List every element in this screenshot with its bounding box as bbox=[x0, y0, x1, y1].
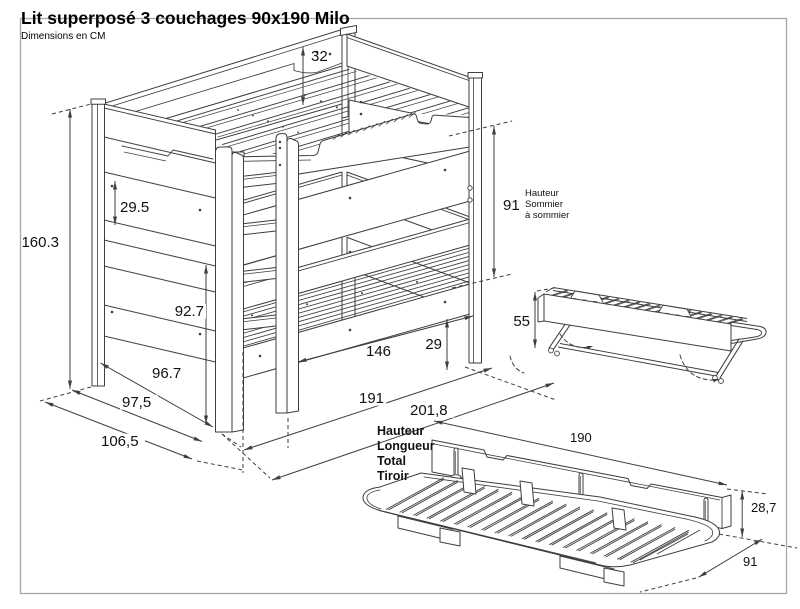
svg-text:92.7: 92.7 bbox=[175, 303, 204, 320]
svg-text:28,7: 28,7 bbox=[751, 500, 776, 515]
svg-text:Sommier: Sommier bbox=[525, 199, 563, 210]
svg-text:Longueur: Longueur bbox=[377, 439, 435, 453]
svg-text:à sommier: à sommier bbox=[525, 210, 569, 221]
svg-text:Hauteur: Hauteur bbox=[377, 424, 424, 438]
svg-text:Hauteur: Hauteur bbox=[525, 188, 559, 199]
svg-text:Total: Total bbox=[377, 454, 406, 468]
svg-text:29.5: 29.5 bbox=[120, 199, 149, 216]
svg-text:190: 190 bbox=[570, 430, 592, 445]
svg-text:55: 55 bbox=[513, 313, 530, 330]
svg-text:201,8: 201,8 bbox=[410, 402, 448, 419]
svg-text:160.3: 160.3 bbox=[21, 234, 59, 251]
svg-text:91: 91 bbox=[743, 554, 757, 569]
svg-text:106,5: 106,5 bbox=[101, 433, 139, 450]
svg-text:97,5: 97,5 bbox=[122, 394, 151, 411]
svg-text:91: 91 bbox=[503, 197, 520, 214]
svg-text:32: 32 bbox=[311, 48, 328, 65]
svg-text:96.7: 96.7 bbox=[152, 365, 181, 382]
svg-text:Dimensions en CM: Dimensions en CM bbox=[21, 31, 105, 42]
svg-text:Lit superposé 3 couchages 90x1: Lit superposé 3 couchages 90x190 Milo bbox=[21, 8, 350, 28]
svg-text:Tiroir: Tiroir bbox=[377, 469, 409, 483]
svg-text:29: 29 bbox=[425, 336, 442, 353]
svg-text:191: 191 bbox=[359, 390, 384, 407]
svg-text:146: 146 bbox=[366, 343, 391, 360]
